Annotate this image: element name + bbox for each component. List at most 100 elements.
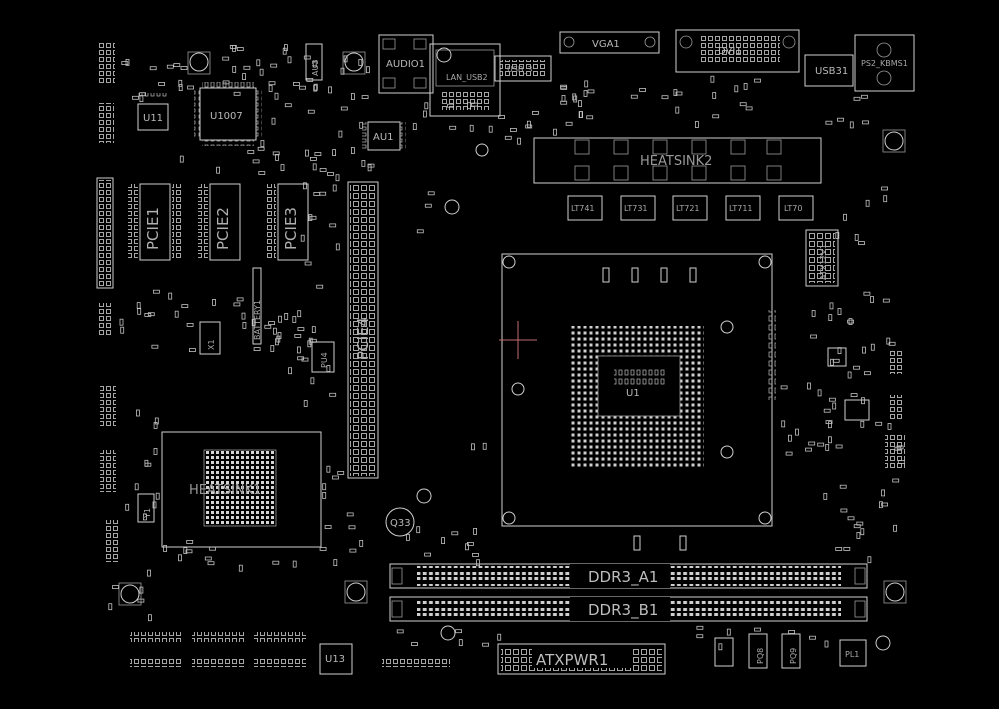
chip-right-q2	[883, 580, 907, 604]
smd-passive	[882, 298, 890, 303]
smd-passive	[307, 109, 315, 114]
smd-passive	[296, 346, 301, 354]
smd-passive	[168, 292, 173, 300]
smd-passive	[163, 545, 168, 552]
smd-passive	[185, 549, 193, 554]
smd-passive	[209, 546, 217, 551]
socket-right-caps	[768, 310, 776, 400]
inductor-pl1: PL1	[839, 639, 867, 667]
smd-passive	[312, 60, 317, 68]
smd-passive	[276, 335, 281, 343]
smd-passive	[781, 420, 786, 428]
smd-passive	[696, 634, 704, 639]
heatsink1-label: HEATSINK1	[189, 483, 261, 498]
smd-passive	[268, 321, 276, 326]
usb-connector: USB_3	[494, 55, 552, 82]
smd-passive	[630, 94, 638, 99]
smd-passive	[712, 114, 720, 119]
smd-passive	[258, 171, 266, 175]
smd-passive	[186, 540, 194, 544]
smd-passive	[282, 47, 287, 55]
smd-passive	[587, 89, 595, 94]
smd-passive	[808, 441, 816, 446]
mosfet-pl-small	[714, 637, 734, 667]
smd-passive	[119, 318, 124, 326]
smd-passive	[828, 421, 832, 429]
chip-q-bl2	[344, 580, 368, 604]
smd-passive	[216, 166, 221, 174]
smd-passive	[144, 462, 152, 467]
cap-top-mid-2	[475, 143, 489, 157]
smd-passive	[310, 377, 315, 385]
smd-passive	[467, 102, 472, 110]
smd-passive	[860, 528, 865, 536]
smd-passive	[881, 489, 885, 497]
cap-top-audio	[436, 47, 452, 63]
atx12v-label: ATX12V1	[819, 244, 828, 280]
smd-passive	[125, 59, 130, 66]
pcie2-label: PCIE2	[214, 207, 232, 250]
smd-passive	[865, 199, 870, 207]
smd-passive	[287, 56, 292, 64]
smd-passive	[416, 229, 424, 234]
smd-passive	[785, 451, 793, 456]
smd-passive	[332, 149, 337, 157]
inductor-lt741: LT741	[567, 195, 603, 221]
smd-passive	[883, 195, 888, 203]
smd-passive	[473, 528, 478, 535]
pl1-label: PL1	[845, 650, 859, 659]
smd-passive	[326, 365, 331, 372]
smd-passive	[862, 346, 866, 354]
smd-passive	[861, 397, 865, 405]
chip-right-small	[827, 347, 847, 367]
smd-passive	[870, 296, 874, 303]
smd-passive	[835, 547, 843, 551]
smd-passive	[174, 310, 179, 318]
smd-passive	[886, 337, 891, 345]
smd-passive	[268, 85, 273, 92]
smd-passive	[726, 628, 731, 636]
smd-passive	[346, 512, 354, 517]
smd-passive	[137, 307, 142, 315]
smd-passive	[236, 297, 244, 302]
smd-passive	[835, 444, 843, 449]
smd-passive	[553, 128, 557, 136]
inductor-lt731: LT731	[620, 195, 656, 221]
cursor-crosshair	[499, 321, 537, 359]
smd-passive	[745, 106, 753, 111]
smd-passive	[862, 120, 869, 125]
smd-passive	[850, 393, 858, 398]
smd-passive	[817, 389, 822, 397]
smd-passive	[335, 243, 340, 251]
smd-passive	[832, 402, 837, 410]
passive-components	[108, 44, 905, 651]
smd-passive	[586, 115, 594, 120]
smd-passive	[825, 420, 833, 425]
pu4-label: PU4	[320, 352, 329, 368]
smd-passive	[405, 534, 410, 541]
chip-right-q	[882, 129, 906, 153]
heatsink2-label: HEATSINK2	[640, 154, 712, 169]
smd-passive	[673, 89, 678, 96]
smd-passive	[139, 586, 144, 594]
smd-passive	[108, 603, 113, 611]
smd-passive	[853, 96, 861, 101]
smd-passive	[795, 428, 799, 436]
audio-label: AUDIO1	[386, 59, 425, 70]
y1-label: Y1	[143, 508, 152, 519]
smd-passive	[879, 501, 883, 509]
lt70-label: LT70	[784, 204, 802, 213]
smd-passive	[304, 261, 312, 266]
smd-passive	[847, 516, 855, 521]
smd-passive	[340, 106, 348, 111]
smd-passive	[331, 475, 339, 480]
mosfet-pq9: PQ9	[781, 633, 801, 669]
front-header-7	[382, 657, 450, 667]
smd-passive	[271, 117, 276, 125]
smd-passive	[561, 95, 566, 102]
smd-passive	[870, 343, 875, 351]
smd-passive	[348, 525, 356, 530]
smd-passive	[178, 554, 182, 562]
smd-passive	[302, 182, 307, 190]
smd-passive	[147, 312, 155, 317]
